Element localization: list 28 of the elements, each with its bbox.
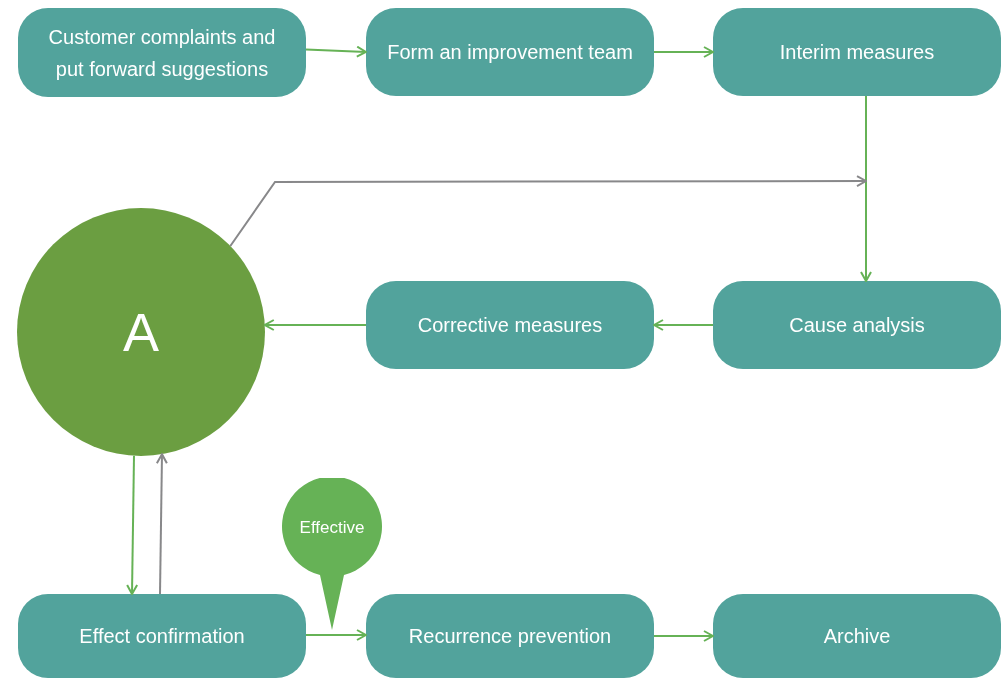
arrow [305, 629, 367, 641]
step-label: Cause analysis [789, 313, 925, 338]
arrow [126, 454, 139, 595]
step-label: Archive [823, 624, 891, 649]
arrow [860, 95, 872, 282]
arrow [229, 175, 867, 247]
process-box [18, 8, 306, 97]
callout-text: Effective [299, 517, 365, 539]
process-box [366, 594, 654, 678]
arrow [305, 45, 367, 58]
arrow [155, 453, 168, 595]
step-label: Recurrence prevention [408, 624, 612, 649]
step-label: Customer complaints and put forward suggestions [47, 24, 277, 82]
arrow [653, 630, 714, 642]
process-box [18, 594, 306, 678]
process-box [713, 8, 1001, 96]
process-box [713, 594, 1001, 678]
step-label: Effect confirmation [79, 624, 245, 649]
step-label: Form an improvement team [387, 40, 633, 65]
arrow [653, 46, 714, 58]
step-label: Interim measures [779, 40, 935, 65]
arrow [263, 319, 367, 331]
process-box [366, 281, 654, 369]
process-box [366, 8, 654, 96]
step-label: Corrective measures [417, 313, 603, 338]
process-box [713, 281, 1001, 369]
arrow [653, 319, 714, 331]
step-letter: A [123, 300, 159, 364]
